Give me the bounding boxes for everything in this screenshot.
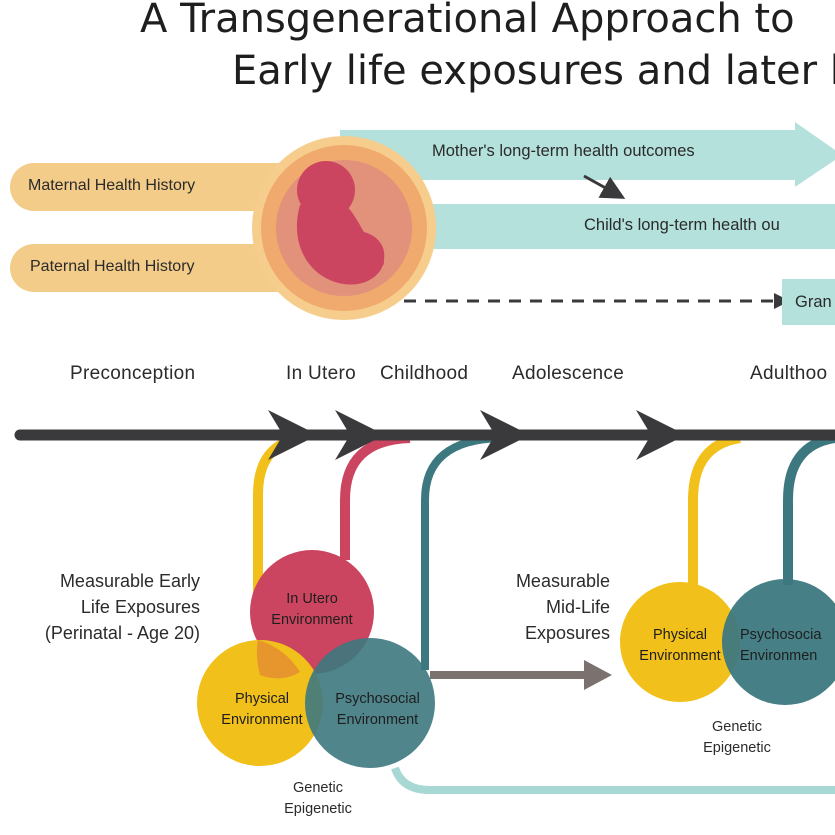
stage-preconception: Preconception <box>70 363 196 384</box>
stage-adulthood: Adulthoo <box>750 363 828 384</box>
utero-physical-overlap <box>256 640 300 679</box>
mid-psychosocial-line-1: Psychosocia <box>740 627 822 643</box>
early-label-line-3: (Perinatal - Age 20) <box>44 623 200 643</box>
mid-label-line-1: Measurable <box>515 571 610 591</box>
title-line-2: Early life exposures and later l <box>232 48 835 94</box>
mid-psychosocial-circle <box>722 579 835 705</box>
early-epigenetic-line: Epigenetic <box>284 801 352 817</box>
early-psychosocial-circle <box>305 638 435 768</box>
teal-mid-connector <box>783 433 835 585</box>
mid-exposures-label: Measurable Mid-Life Exposures <box>450 568 610 646</box>
teal-bottom-connector <box>391 766 835 794</box>
mother-to-child-arrow <box>583 174 626 199</box>
paternal-history-pill <box>10 244 330 292</box>
mid-epigenetic-line: Epigenetic <box>703 740 771 756</box>
mid-genetic-label: Genetic Epigenetic <box>687 717 787 759</box>
early-psychosocial-line-1: Psychosocial <box>335 691 420 707</box>
early-psychosocial-line-2: Environment <box>336 712 419 728</box>
timeline-chevron-1 <box>268 410 318 460</box>
maternal-history-pill <box>10 163 330 211</box>
stage-childhood: Childhood <box>380 363 469 384</box>
fetus-icon <box>296 161 385 285</box>
timeline-chevron-2 <box>335 410 385 460</box>
stage-adolescence: Adolescence <box>512 363 625 384</box>
mid-physical-label: Physical Environment <box>630 625 730 667</box>
early-label-line-1: Measurable Early <box>59 571 200 591</box>
in-utero-circle-label: In Utero Environment <box>262 589 362 631</box>
timeline-chevron-3 <box>480 410 530 460</box>
title-line-1: A Transgenerational Approach to <box>140 0 795 42</box>
early-exposures-label: Measurable Early Life Exposures (Perinat… <box>0 568 200 646</box>
early-physical-line-2: Environment <box>221 712 303 728</box>
early-physical-line-1: Physical <box>235 691 289 707</box>
maternal-history-label: Maternal Health History <box>28 177 196 194</box>
mid-label-line-2: Mid-Life <box>545 597 610 617</box>
stage-in-utero: In Utero <box>286 363 356 384</box>
in-utero-label-line-2: Environment <box>271 612 353 628</box>
in-utero-circle <box>250 550 374 674</box>
timeline-chevron-4 <box>636 410 686 460</box>
mid-genetic-line: Genetic <box>712 719 762 735</box>
grandchild-outcome-label: Gran <box>795 293 832 311</box>
early-to-mid-arrowhead <box>584 660 612 690</box>
mid-psychosocial-line-2: Environmen <box>740 648 818 664</box>
mid-physical-circle <box>620 582 740 702</box>
in-utero-label-line-1: In Utero <box>286 591 338 607</box>
early-genetic-line: Genetic <box>293 780 343 796</box>
child-outcome-label: Child's long-term health ou <box>584 216 780 234</box>
grandchild-outcome-box <box>782 279 835 325</box>
early-physical-label: Physical Environment <box>212 689 312 731</box>
paternal-history-label: Paternal Health History <box>30 258 195 275</box>
early-label-line-2: Life Exposures <box>80 597 200 617</box>
early-genetic-label: Genetic Epigenetic <box>268 778 368 820</box>
yellow-mid-connector <box>688 433 741 585</box>
mid-label-line-3: Exposures <box>524 623 610 643</box>
crimson-connector <box>340 433 411 560</box>
mid-psychosocial-label: Psychosocia Environmen <box>740 625 835 667</box>
early-psychosocial-label: Psychosocial Environment <box>320 689 435 731</box>
child-outcome-bar <box>395 204 835 249</box>
mother-outcome-arrow <box>340 122 835 187</box>
mid-physical-line-2: Environment <box>639 648 721 664</box>
mother-outcome-label: Mother's long-term health outcomes <box>432 142 695 160</box>
mid-physical-line-1: Physical <box>653 627 707 643</box>
